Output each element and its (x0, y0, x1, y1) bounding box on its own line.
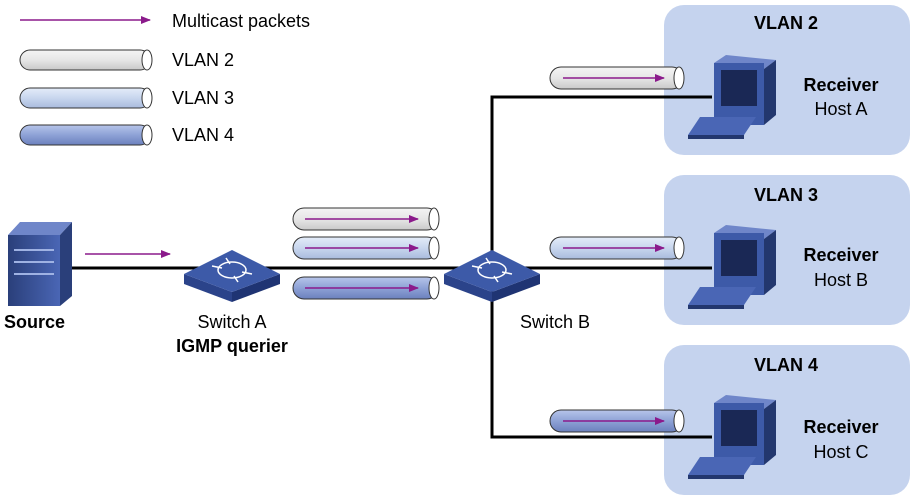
vlan3-title: VLAN 3 (753, 185, 819, 205)
switch-a-name: Switch A (197, 312, 267, 332)
legend-vlan4-label: VLAN 4 (172, 125, 235, 145)
host-c-role: Receiver (803, 417, 879, 437)
host-a-computer-icon (688, 55, 776, 139)
switch-a-role: IGMP querier (176, 336, 288, 356)
legend-multicast-label: Multicast packets (172, 11, 311, 31)
switch-b-name: Switch B (519, 312, 591, 332)
vlan2-title: VLAN 2 (753, 13, 819, 33)
legend-vlan2-pipe (19, 49, 153, 71)
host-c-name: Host C (813, 442, 869, 462)
host-b-name: Host B (813, 270, 869, 290)
legend (19, 16, 153, 146)
trunk-vlan2-pipe (292, 207, 440, 231)
legend-vlan3-pipe (19, 87, 153, 109)
switch-b-icon (444, 250, 540, 302)
trunk-vlan3-pipe (292, 236, 440, 260)
trunk-vlan4-pipe (292, 276, 440, 300)
hostb-vlan3-pipe (549, 236, 685, 260)
legend-vlan4-pipe (19, 124, 153, 146)
host-a-role: Receiver (803, 75, 879, 95)
legend-vlan3-label: VLAN 3 (172, 88, 235, 108)
server-icon (8, 222, 72, 306)
host-b-role: Receiver (803, 245, 879, 265)
links (70, 95, 712, 439)
hosta-vlan2-pipe (549, 66, 685, 90)
host-b-computer-icon (688, 225, 776, 309)
switch-a-icon (184, 250, 280, 302)
vlan4-title: VLAN 4 (753, 355, 819, 375)
host-a-name: Host A (814, 99, 868, 119)
source-label: Source (4, 312, 66, 332)
legend-vlan2-label: VLAN 2 (172, 50, 235, 70)
hostc-vlan4-pipe (549, 409, 685, 433)
host-c-computer-icon (688, 395, 776, 479)
